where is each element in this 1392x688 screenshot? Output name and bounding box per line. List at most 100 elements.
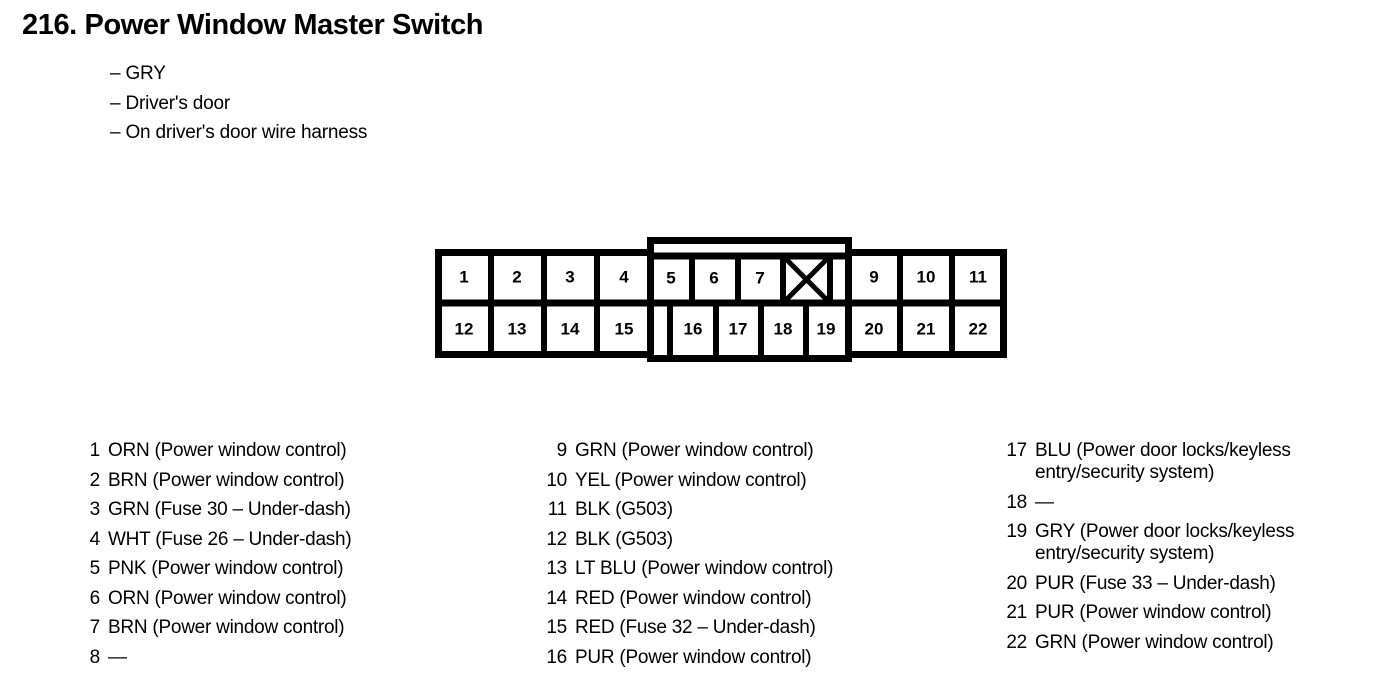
pin-description: — (1035, 491, 1054, 513)
pin-description: BRN (Power window control) (108, 617, 345, 638)
pin-list-item: 2 BRN (Power window control) (88, 470, 528, 492)
pin-list-item: 15 RED (Fuse 32 – Under-dash) (545, 617, 995, 639)
pin-description: ORN (Power window control) (108, 587, 347, 609)
pin-cell-13: 13 (508, 320, 527, 339)
pin-cell-9: 9 (869, 268, 878, 287)
pin-number: 8 (89, 646, 101, 668)
left-block-outline (435, 249, 656, 358)
pin-list-item: 18 — (1005, 492, 1375, 514)
middle-block-cells: 5 6 7 16 17 18 19 (651, 252, 848, 355)
pin-description: — (108, 646, 127, 668)
pin-description: GRN (Fuse 30 – Under-dash) (108, 499, 351, 520)
pin-description: PUR (Fuse 33 – Under-dash) (1035, 572, 1276, 594)
pin-list-item: 17 BLU (Power door locks/keyless entry/se… (1005, 440, 1375, 484)
pin-number: 3 (89, 499, 101, 520)
pin-number: 11 (547, 499, 567, 520)
pin-description: BLU (Power door locks/keyless entry/secu… (1035, 440, 1291, 483)
pin-cell-19: 19 (817, 320, 836, 339)
page-title: 216. Power Window Master Switch (22, 9, 484, 41)
pin-number: 14 (546, 587, 567, 609)
pin-description: BRN (Power window control) (108, 469, 345, 491)
pin-description: GRN (Power window control) (1035, 631, 1274, 653)
spec-line-location: – Driver's door (110, 92, 230, 114)
pin-list-item: 11 BLK (G503) (545, 499, 995, 521)
pin-number: 5 (89, 558, 101, 579)
pin-cell-2: 2 (512, 268, 521, 287)
pin-cell-10: 10 (917, 268, 936, 287)
pin-description: RED (Power window control) (575, 587, 812, 609)
pin-cell-12: 12 (455, 320, 474, 339)
connector-spec-list: – GRY – Driver's door – On driver's door… (110, 59, 367, 148)
pin-cell-8-blank (784, 257, 829, 302)
page-header: 216. Power Window Master Switch (22, 9, 484, 42)
pin-description: PNK (Power window control) (108, 558, 344, 579)
pin-description: BLK (G503) (575, 499, 673, 520)
pin-number: 10 (546, 469, 567, 491)
pin-number: 1 (89, 440, 101, 461)
pin-description: RED (Fuse 32 – Under-dash) (575, 617, 816, 638)
pin-cell-1: 1 (459, 268, 468, 287)
pin-list-item: 6 ORN (Power window control) (88, 588, 528, 610)
pin-cell-4: 4 (619, 268, 629, 287)
pin-cell-11: 11 (969, 268, 987, 287)
pin-list-item: 9 GRN (Power window control) (545, 440, 995, 462)
pin-list-item: 10 YEL (Power window control) (545, 470, 995, 492)
pin-description: GRN (Power window control) (575, 440, 814, 461)
spec-line-harness: – On driver's door wire harness (110, 122, 368, 143)
pin-cell-18: 18 (774, 320, 793, 339)
pin-cell-16: 16 (684, 320, 703, 339)
pin-cell-15: 15 (615, 320, 634, 339)
pin-description: ORN (Power window control) (108, 440, 347, 461)
pin-cell-14: 14 (561, 320, 580, 339)
pin-number: 21 (1006, 602, 1027, 623)
pin-list-item: 13 LT BLU (Power window control) (545, 558, 995, 580)
pin-description: PUR (Power window control) (575, 646, 812, 668)
pin-description: YEL (Power window control) (575, 469, 807, 491)
pin-number: 19 (1006, 521, 1027, 542)
middle-block-outline (647, 237, 852, 362)
connector-outline (435, 237, 1007, 362)
pin-number: 7 (89, 617, 101, 638)
pin-list-column-2: 9 GRN (Power window control) 10 YEL (Power… (545, 440, 995, 676)
pin-cell-22: 22 (969, 320, 988, 339)
pin-number: 16 (546, 646, 567, 668)
pin-list-column-3: 17 BLU (Power door locks/keyless entry/se… (1005, 440, 1375, 661)
pin-list-item: 4 WHT (Fuse 26 – Under-dash) (88, 529, 528, 551)
pin-number: 15 (546, 617, 567, 638)
pin-list-item: 21 PUR (Power window control) (1005, 602, 1375, 624)
left-block-cells: 1 2 3 4 12 13 14 15 (442, 256, 652, 352)
spec-line-color: – GRY (110, 63, 166, 84)
pin-number: 18 (1006, 491, 1027, 513)
pin-cell-17: 17 (729, 320, 748, 339)
pin-list-item: 16 PUR (Power window control) (545, 647, 995, 669)
pin-list-item: 19 GRY (Power door locks/keyless entry/se… (1005, 521, 1375, 565)
pin-list-item: 7 BRN (Power window control) (88, 617, 528, 639)
pin-cell-20: 20 (865, 320, 884, 339)
pin-description: WHT (Fuse 26 – Under-dash) (108, 528, 352, 550)
right-block-outline (842, 249, 1007, 358)
pin-cell-6: 6 (709, 269, 718, 288)
pin-description: PUR (Power window control) (1035, 602, 1272, 623)
pin-cell-3: 3 (565, 268, 574, 287)
pin-number: 17 (1006, 440, 1027, 461)
pin-description: BLK (G503) (575, 528, 673, 550)
pin-list-item: 12 BLK (G503) (545, 529, 995, 551)
pin-number: 6 (89, 587, 101, 609)
pin-list-item: 3 GRN (Fuse 30 – Under-dash) (88, 499, 528, 521)
pin-number: 12 (546, 528, 567, 550)
pin-number: 9 (556, 440, 568, 461)
pin-list-item: 14 RED (Power window control) (545, 588, 995, 610)
pin-number: 13 (546, 558, 567, 579)
pin-cell-21: 21 (917, 320, 936, 339)
pin-list-item: 5 PNK (Power window control) (88, 558, 528, 580)
pin-description: LT BLU (Power window control) (575, 558, 834, 579)
pin-list-item: 1 ORN (Power window control) (88, 440, 528, 462)
pin-number: 4 (89, 528, 101, 550)
pin-number: 2 (89, 469, 101, 491)
pin-list-item: 8— (88, 647, 528, 669)
pin-number: 22 (1006, 631, 1027, 653)
pin-description: GRY (Power door locks/keyless entry/secu… (1035, 521, 1295, 564)
pin-cell-5: 5 (666, 269, 675, 288)
